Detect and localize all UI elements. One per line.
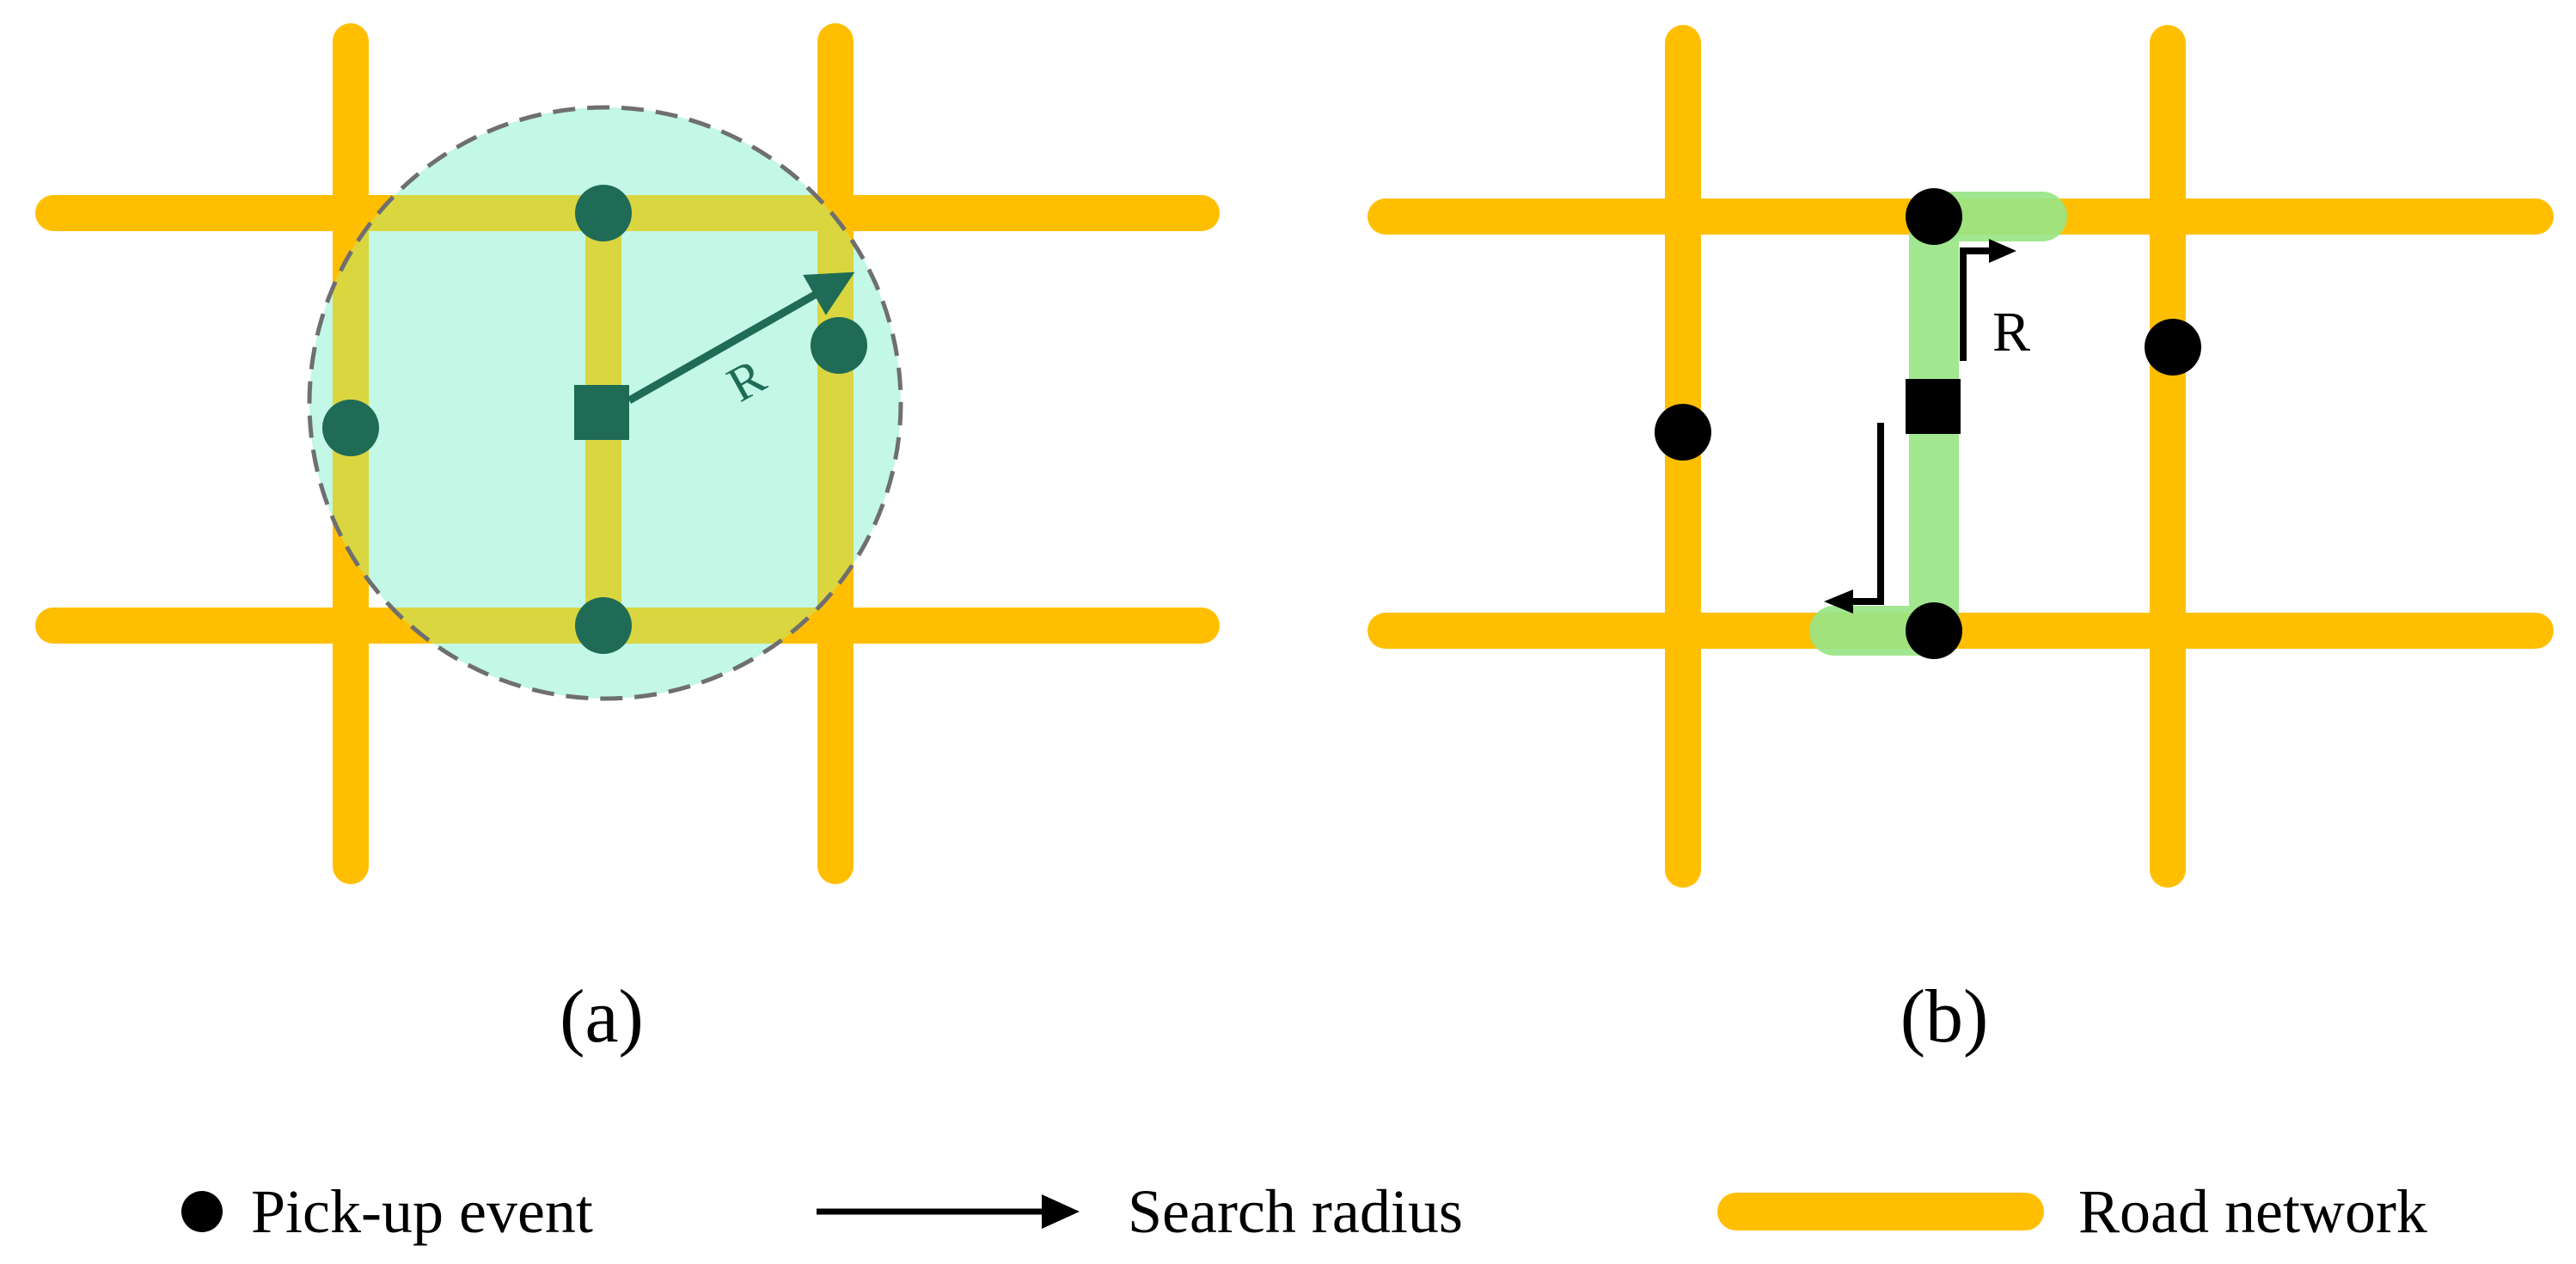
radius-arrow-b-down [1824, 423, 1884, 614]
pickup-event [575, 185, 632, 241]
panel-b: R (b) [1368, 25, 2554, 1059]
panel-a-caption: (a) [560, 975, 644, 1059]
query-point-a [574, 385, 629, 440]
radius-label-b: R [1992, 301, 2030, 363]
query-point-b [1906, 379, 1961, 434]
pickup-event [1906, 602, 1962, 659]
pickup-event [1906, 188, 1962, 245]
legend-pickup-label: Pick-up event [251, 1177, 593, 1246]
legend: Pick-up event Search radius Road network [181, 1177, 2427, 1246]
pickup-events-a [322, 185, 867, 654]
legend-search-label: Search radius [1128, 1177, 1463, 1246]
legend-search-arrow-icon [817, 1194, 1080, 1229]
legend-road-label: Road network [2078, 1177, 2427, 1246]
pickup-event [1655, 404, 1711, 461]
pickup-event [322, 400, 379, 456]
panel-a: R (a) [35, 23, 1220, 1059]
radius-arrow-b-up [1960, 239, 2016, 361]
pickup-events-b [1655, 188, 2201, 659]
pickup-event [2145, 319, 2201, 376]
legend-pickup-marker [181, 1191, 223, 1232]
pickup-event [575, 597, 632, 654]
radius-arrow-a [627, 272, 855, 404]
road-network-b [1368, 25, 2554, 888]
pickup-event [811, 317, 867, 374]
search-circle-outline [307, 105, 903, 701]
panel-b-caption: (b) [1900, 975, 1989, 1059]
